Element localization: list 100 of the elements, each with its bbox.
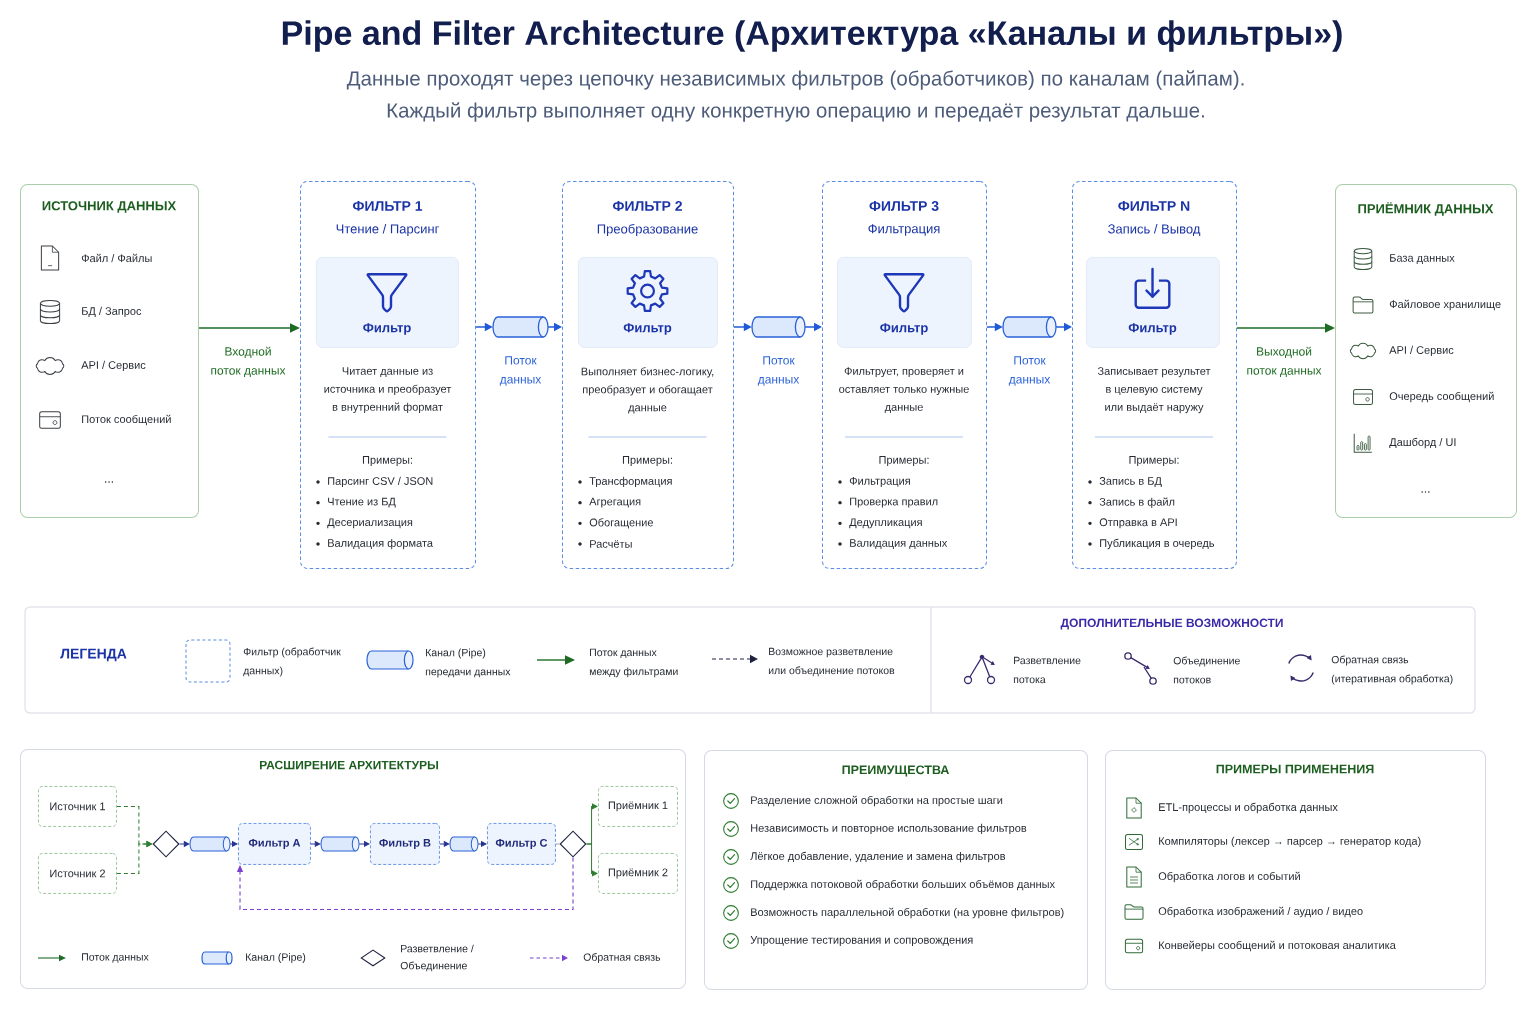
list-item: Отправка в API <box>1099 518 1177 529</box>
subtitle: Данные проходят через цепочку независимых фильтров (обработчиков) по каналам (пайпам). <box>346 70 1244 90</box>
list-item: Лёгкое добавление, удаление и замена фильтров <box>750 851 1006 863</box>
filter-subtitle: Чтение / Парсинг <box>336 223 439 237</box>
filter-card: Фильтр <box>578 257 718 348</box>
pipe-cylinder <box>320 836 360 852</box>
list-item: ... <box>1421 491 1430 493</box>
arrow <box>229 841 238 847</box>
list-item: API / Сервис <box>1389 345 1454 357</box>
filter-box: Фильтр C <box>487 823 556 865</box>
examples-heading: Примеры: <box>879 456 929 466</box>
sink-box: Приёмник 1 <box>598 786 678 827</box>
list-item: Проверка правил <box>850 497 938 508</box>
list-item: ETL-процессы и обработка данных <box>1159 802 1338 814</box>
list-item: Дедупликация <box>849 518 922 529</box>
list-item: Валидация формата <box>328 538 433 550</box>
list-item: Десериализация <box>327 518 413 529</box>
list-item: API / Сервис <box>81 360 146 372</box>
subtitle: Каждый фильтр выполняет одну конкретную операцию и передаёт результат дальше. <box>387 102 1204 122</box>
dashed-arrow <box>116 841 152 874</box>
list-item: Валидация данных <box>850 539 948 549</box>
pipe-cylinder <box>189 836 231 852</box>
list-item: Файловое хранилище <box>1389 299 1501 311</box>
panel-heading: ПРИМЕРЫ ПРИМЕНЕНИЯ <box>1216 764 1374 774</box>
edge-label: Входной поток данных <box>207 345 289 379</box>
description: Читает данные из источника и преобразует в внутренний формат <box>324 367 452 414</box>
list-item: Обработка логов и событий <box>1158 871 1300 883</box>
source-box: Источник 2 <box>38 853 117 894</box>
pipe-caption: Поток данных <box>757 356 800 386</box>
list-item: Упрощение тестирования и сопровождения <box>750 936 973 946</box>
list-item: Независимость и повторное использование фильтров <box>751 823 1027 835</box>
list-item: Поток сообщений <box>82 414 171 426</box>
list-item: Чтение из БД <box>328 497 396 508</box>
arrow <box>439 841 450 847</box>
list-item: ... <box>105 481 113 483</box>
pipe-caption: Поток данных <box>499 356 542 386</box>
panel-heading: ПРИЁМНИК ДАННЫХ <box>1358 202 1494 216</box>
legend-text: Разветвление / Объединение <box>400 944 474 972</box>
list-item: Разделение сложной обработки на простые шаги <box>751 795 1003 807</box>
list-item: Очередь сообщений <box>1389 391 1494 403</box>
filter-subtitle: Запись / Вывод <box>1108 224 1201 236</box>
list-item: База данных <box>1390 254 1455 264</box>
arrow <box>586 843 598 877</box>
legend-text: Поток данных между фильтрами <box>589 648 678 678</box>
diamond <box>152 830 180 858</box>
list-item: Обработка изображений / аудио / видео <box>1158 906 1363 918</box>
list-item: Трансформация <box>589 476 672 488</box>
list-item: Публикация в очередь <box>1100 538 1215 550</box>
panel-heading: ПРЕИМУЩЕСТВА <box>842 765 950 777</box>
source-box: Источник 1 <box>38 786 117 827</box>
filter-title: ФИЛЬТР 3 <box>869 201 939 211</box>
list-item: Запись в файл <box>1099 497 1175 508</box>
list-item: Файл / Файлы <box>81 253 152 263</box>
arrow <box>358 841 370 847</box>
legend-text: Обратная связь (итеративная обработка) <box>1331 655 1453 685</box>
pipe-caption: Поток данных <box>1008 356 1051 386</box>
diamond <box>559 830 587 858</box>
filter-card: Фильтр <box>316 257 459 348</box>
list-item: Обогащение <box>589 518 653 529</box>
list-item: Агрегация <box>589 497 641 508</box>
list-item: Парсинг CSV / JSON <box>328 476 433 488</box>
filter-subtitle: Преобразование <box>597 223 698 237</box>
title: Pipe and Filter Architecture (Архитектура «Каналы и фильтры») <box>282 20 1342 52</box>
filter-title: ФИЛЬТР 1 <box>352 201 423 211</box>
description: Выполняет бизнес-логику, преобразует и обогащает данные <box>581 367 714 414</box>
section-heading: ДОПОЛНИТЕЛЬНЫЕ ВОЗМОЖНОСТИ <box>1060 618 1283 630</box>
legend-text: Разветвление потока <box>1013 656 1081 684</box>
description: Записывает результет в целевую систему или выдаёт наружу <box>1097 367 1211 414</box>
list-item: Фильтрация <box>849 477 910 487</box>
dashed-arrow <box>236 857 574 911</box>
filter-title: ФИЛЬТР N <box>1118 201 1190 211</box>
legend-text: Канал (Pipe) <box>246 953 306 963</box>
list-item: Конвейеры сообщений и потоковая аналитика <box>1159 940 1396 952</box>
legend-text: Поток данных <box>82 953 149 963</box>
list-item: Расчёты <box>590 540 632 548</box>
arrow <box>179 841 190 847</box>
filter-box: Фильтр A <box>238 823 311 865</box>
legend-text: Обратная связь <box>583 953 661 963</box>
legend-text: Возможное разветвление или объединение потоков <box>768 647 895 677</box>
panel-heading: РАСШИРЕНИЕ АРХИТЕКТУРЫ <box>260 760 438 770</box>
connector-line <box>555 843 560 845</box>
arrow <box>310 841 321 847</box>
edge-label: Выходной поток данных <box>1241 345 1327 379</box>
list-item: Возможность параллельной обработки (на уровне фильтров) <box>751 907 1064 919</box>
examples-heading: Примеры: <box>1129 456 1179 466</box>
legend-text: Канал (Pipe) передачи данных <box>425 648 511 678</box>
filter-box: Фильтр B <box>370 823 440 865</box>
examples-heading: Примеры: <box>622 456 672 466</box>
arrow <box>477 841 487 847</box>
filter-subtitle: Фильтрация <box>868 224 940 236</box>
legend-text: Фильтр (обработчик данных) <box>243 647 341 677</box>
list-item: Дашборд / UI <box>1389 437 1456 449</box>
filter-title: ФИЛЬТР 2 <box>612 201 682 211</box>
examples-heading: Примеры: <box>362 456 412 466</box>
list-item: Запись в БД <box>1099 477 1162 487</box>
list-item: Поддержка потоковой обработки больших объёмов данных <box>751 879 1055 891</box>
list-item: Компиляторы (лексер → парсер → генератор кода) <box>1159 836 1421 848</box>
description: Фильтрует, проверяет и оставляет только нужные данные <box>839 367 969 413</box>
filter-card: Фильтр <box>1086 257 1220 348</box>
list-item: БД / Запрос <box>82 306 142 318</box>
